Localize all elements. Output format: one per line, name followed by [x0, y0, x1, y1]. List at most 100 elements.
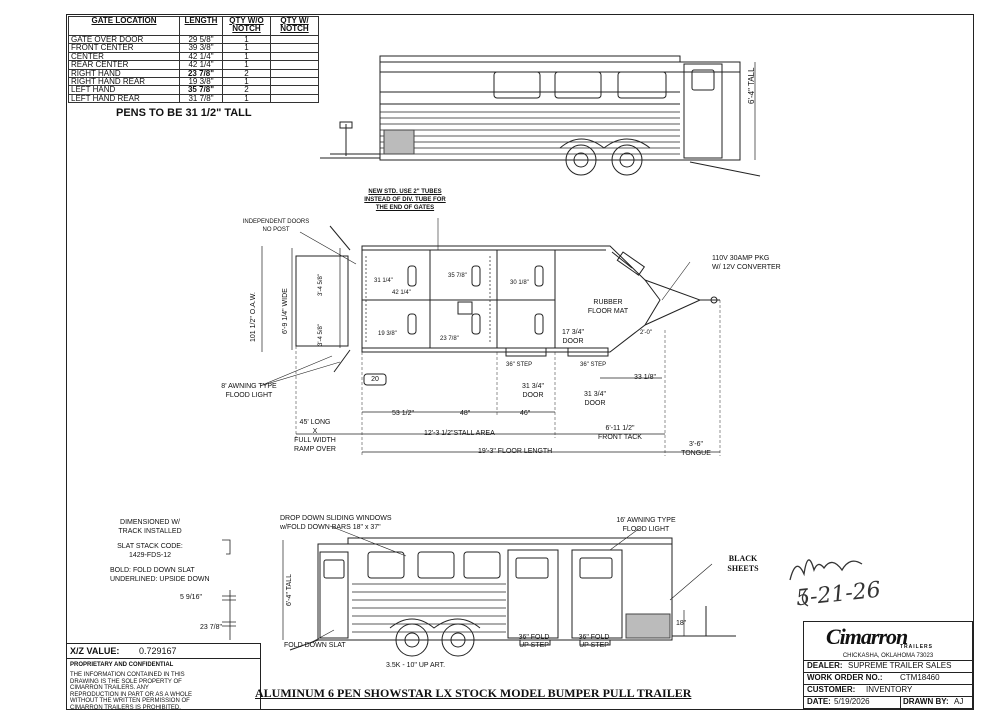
- dim-23-7-8: 23 7/8": [200, 624, 222, 631]
- work-order-label: WORK ORDER NO.:: [807, 673, 883, 682]
- drawn-by-value: AJ: [954, 697, 964, 706]
- tubes-note-line-1: NEW STD. USE 2" TUBES: [368, 189, 442, 195]
- door-17-line-1: 17 3/4": [562, 329, 584, 336]
- step-left-label: 36" STEP: [506, 362, 533, 368]
- dim-53-label: 53 1/2": [392, 410, 414, 417]
- awning-16-note: 16' AWNING TYPE FLOOD LIGHT: [606, 516, 686, 534]
- fold-step-b-line-1: 36" FOLD: [578, 634, 610, 641]
- awning-8-line-2: FLOOD LIGHT: [225, 392, 273, 399]
- date-row: DATE: 5/19/2026 DRAWN BY: AJ: [804, 696, 972, 709]
- gate-table-row: Gate over door29 5/8"1: [68, 34, 319, 45]
- dim-2-0: 2'-0": [640, 330, 652, 336]
- stall-area-label: 12'-3 1/2"STALL AREA: [424, 430, 495, 437]
- stall-label-f: 30 1/8": [510, 280, 529, 286]
- door-31b-line-2: DOOR: [584, 400, 606, 407]
- dim-3-4-5-8-top: 3'-4 5/8": [318, 274, 324, 296]
- rubber-mat-line-2: FLOOR MAT: [587, 308, 629, 315]
- stall-label-e: 23 7/8": [440, 336, 459, 342]
- black-sheets-line-2: SHEETS: [727, 564, 759, 573]
- dim-5-9-16: 5 9/16": [180, 594, 202, 601]
- independent-doors-line-1: INDEPENDENT DOORS: [242, 219, 310, 225]
- gate-table-body: Gate over door29 5/8"1Front center39 3/8…: [68, 34, 319, 104]
- windows-note-line-2: w/FOLD DOWN BARS 18" x 37": [280, 524, 381, 531]
- stall-label-c: 35 7/8": [448, 273, 467, 279]
- plan-badge-frame: [363, 373, 387, 386]
- tubes-note-line-2: INSTEAD OF DIV. TUBE FOR: [364, 197, 446, 203]
- top-window-1: [493, 71, 541, 99]
- bottom-door-1: [507, 549, 559, 639]
- plan-badge: 20: [371, 376, 379, 383]
- tongue-line-1: 3'-6": [689, 441, 703, 448]
- rubber-mat-note: RUBBER FLOOR MAT: [578, 298, 638, 316]
- slat-code-value: 1429-FDS-12: [128, 552, 172, 559]
- fold-slat-label: FOLD DOWN SLAT: [284, 642, 346, 649]
- fold-step-a: 36" FOLD UP STEP: [514, 634, 554, 650]
- work-order-value: CTM18460: [900, 673, 940, 682]
- prop-line-2: DRAWING IS THE SOLE PROPERTY OF: [70, 678, 182, 685]
- top-window-3: [617, 71, 667, 99]
- ramp-line-4: RAMP OVER: [294, 446, 336, 453]
- fold-step-b-line-2: UP STEP: [579, 642, 609, 649]
- converter-line-2: W/ 12V CONVERTER: [712, 264, 781, 271]
- prop-line-1: THE INFORMATION CONTAINED IN THIS: [70, 672, 185, 678]
- dim-18-label: 18": [676, 620, 687, 627]
- fold-step-a-line-1: 36" FOLD: [518, 634, 550, 641]
- dimensioned-line-2: TRACK INSTALLED: [118, 528, 182, 535]
- xz-value: 0.729167: [139, 646, 177, 656]
- door-31a-line-1: 31 3/4": [522, 383, 544, 390]
- top-height-label: 6'-4" TALL: [747, 67, 756, 104]
- date-value: 5/19/2026: [834, 697, 870, 706]
- rubber-mat-line-1: RUBBER: [593, 299, 623, 306]
- windows-note-line-1: DROP DOWN SLIDING WINDOWS: [280, 515, 392, 522]
- bottom-side-view: [282, 525, 736, 657]
- bottom-door-2: [571, 549, 623, 639]
- dealer-row: DEALER: SUPREME TRAILER SALES: [804, 660, 972, 671]
- xz-label: X/Z VALUE:: [70, 646, 120, 656]
- tongue-line-2: TONGUE: [681, 450, 711, 457]
- converter-line-1: 110V 30AMP PKG: [712, 255, 770, 262]
- bottom-wheel-1: [395, 623, 429, 657]
- customer-row: CUSTOMER: INVENTORY: [804, 684, 972, 695]
- slat-detail-sketch: [222, 539, 236, 640]
- proprietary-title: PROPRIETARY AND CONFIDENTIAL: [70, 662, 174, 668]
- address: CHICKASHA, OKLAHOMA 73023: [842, 653, 934, 659]
- cimarron-logo: Cimarron: [826, 624, 908, 649]
- top-rear-door: [683, 63, 723, 159]
- wide-dimension: 6'-9 1/4" WIDE: [282, 288, 289, 334]
- drawn-by-label: DRAWN BY:: [903, 697, 949, 706]
- gate-table-row: Rear center42 1/4"1: [68, 60, 319, 70]
- windows-note: DROP DOWN SLIDING WINDOWS w/FOLD DOWN BA…: [280, 514, 391, 532]
- top-side-view: [320, 55, 761, 177]
- top-window-2: [554, 71, 602, 99]
- stall-label-b: 42 1/4": [392, 290, 411, 296]
- black-sheets-note: BLACK SHEETS: [716, 554, 770, 574]
- pens-note: PENS TO BE 31 1/2" TALL: [116, 107, 252, 119]
- axle-label: 3.5K - 10" UP ART.: [386, 662, 446, 669]
- door-17-label: 17 3/4" DOOR: [556, 328, 590, 346]
- ramp-line-2: X: [312, 428, 318, 435]
- tubes-note: NEW STD. USE 2" TUBES INSTEAD OF DIV. TU…: [355, 188, 455, 212]
- legend-underlined-line: UNDERLINED: UPSIDE DOWN: [110, 576, 210, 583]
- gate-table-row: Front center39 3/8"1: [68, 43, 319, 53]
- bottom-window-1: [367, 551, 405, 579]
- customer-value: INVENTORY: [866, 685, 913, 694]
- black-sheets-line-1: BLACK: [728, 554, 758, 563]
- prop-line-4: REPRODUCTION IN PART OR AS A WHOLE: [70, 691, 193, 698]
- top-wheel-1: [565, 144, 597, 176]
- dealer-label: DEALER:: [807, 661, 843, 670]
- tubes-note-line-3: THE END OF GATES: [375, 205, 435, 211]
- sheet-border: [66, 14, 974, 710]
- cimarron-logo-sub: TRAILERS: [900, 644, 933, 650]
- fold-step-a-line-2: UP STEP: [519, 642, 549, 649]
- dealer-value: SUPREME TRAILER SALES: [848, 661, 952, 670]
- ramp-note: 45' LONG X FULL WIDTH RAMP OVER: [290, 418, 340, 454]
- date-label: DATE:: [807, 697, 831, 706]
- stall-label-d: 19 3/8": [378, 331, 397, 337]
- work-order-row: WORK ORDER NO.: CTM18460: [804, 672, 972, 683]
- awning-16-line-2: FLOOD LIGHT: [622, 526, 670, 533]
- top-wheel-2: [611, 144, 643, 176]
- door-31a-label: 31 3/4" DOOR: [516, 382, 550, 400]
- ramp-line-1: 45' LONG: [299, 419, 331, 426]
